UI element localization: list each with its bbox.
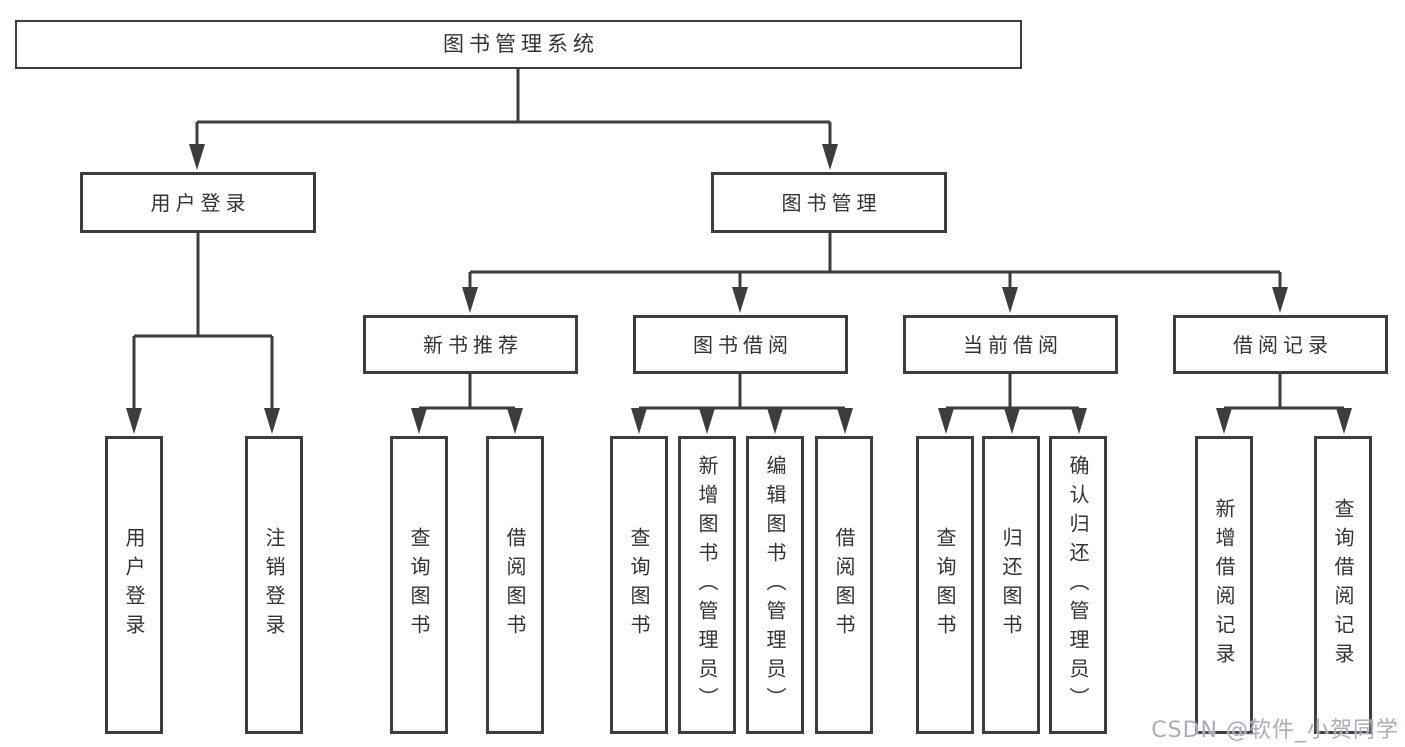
- node-new-book-recommendation: 新书推荐: [363, 315, 578, 374]
- node-user-login-label: 用户登录: [150, 190, 251, 215]
- leaf-edit-books-admin: 编辑图书（管理员）: [746, 436, 804, 734]
- leaf-logout-label: 注销登录: [262, 527, 286, 643]
- connector-new-book-rec-branch: [411, 373, 523, 434]
- node-new-book-recommendation-label: 新书推荐: [423, 332, 523, 357]
- connector-user-login-branch: [126, 233, 280, 434]
- leaf-query-books-1: 查询图书: [390, 436, 448, 734]
- connector-book-mgmt-branch: [462, 233, 1288, 313]
- leaf-return-books-label: 归还图书: [999, 527, 1023, 643]
- leaf-add-borrow-record-label: 新增借阅记录: [1212, 498, 1236, 672]
- leaf-confirm-return-admin-label: 确认归还（管理员）: [1066, 454, 1090, 716]
- connector-book-borrow-branch: [631, 373, 853, 434]
- leaf-borrow-books-1: 借阅图书: [486, 436, 544, 734]
- leaf-confirm-return-admin: 确认归还（管理员）: [1049, 436, 1107, 734]
- connector-borrow-records-branch: [1216, 373, 1352, 434]
- leaf-query-books-1-label: 查询图书: [407, 527, 431, 643]
- connector-root-branch: [189, 68, 838, 170]
- node-book-management-label: 图书管理: [781, 190, 882, 215]
- leaf-return-books: 归还图书: [982, 436, 1040, 734]
- leaf-user-login-label: 用户登录: [122, 527, 146, 643]
- leaf-query-books-3-label: 查询图书: [933, 527, 957, 643]
- leaf-user-login: 用户登录: [105, 436, 163, 734]
- leaf-query-borrow-record: 查询借阅记录: [1314, 436, 1372, 734]
- leaf-query-books-3: 查询图书: [916, 436, 974, 734]
- node-book-borrowing-label: 图书借阅: [693, 332, 793, 357]
- node-user-login: 用户登录: [80, 172, 316, 233]
- leaf-query-books-2-label: 查询图书: [627, 527, 651, 643]
- leaf-borrow-books-2: 借阅图书: [815, 436, 873, 734]
- node-book-management: 图书管理: [711, 172, 947, 233]
- leaf-query-borrow-record-label: 查询借阅记录: [1331, 498, 1355, 672]
- leaf-edit-books-admin-label: 编辑图书（管理员）: [763, 454, 787, 716]
- leaf-logout: 注销登录: [245, 436, 303, 734]
- leaf-borrow-books-2-label: 借阅图书: [832, 527, 856, 643]
- node-system-root: 图书管理系统: [15, 20, 1022, 69]
- connector-current-borrow-branch: [938, 373, 1087, 434]
- leaf-borrow-books-1-label: 借阅图书: [503, 527, 527, 643]
- watermark: CSDN @软件_小贺同学: [1151, 718, 1399, 743]
- node-borrowing-records-label: 借阅记录: [1233, 332, 1333, 357]
- leaf-add-borrow-record: 新增借阅记录: [1195, 436, 1253, 734]
- leaf-add-books-admin: 新增图书（管理员）: [678, 436, 736, 734]
- node-book-borrowing: 图书借阅: [633, 315, 848, 374]
- node-current-borrowing-label: 当前借阅: [963, 332, 1063, 357]
- leaf-query-books-2: 查询图书: [610, 436, 668, 734]
- node-current-borrowing: 当前借阅: [903, 315, 1118, 374]
- node-system-root-label: 图书管理系统: [443, 32, 599, 56]
- leaf-add-books-admin-label: 新增图书（管理员）: [695, 454, 719, 716]
- node-borrowing-records: 借阅记录: [1173, 315, 1388, 374]
